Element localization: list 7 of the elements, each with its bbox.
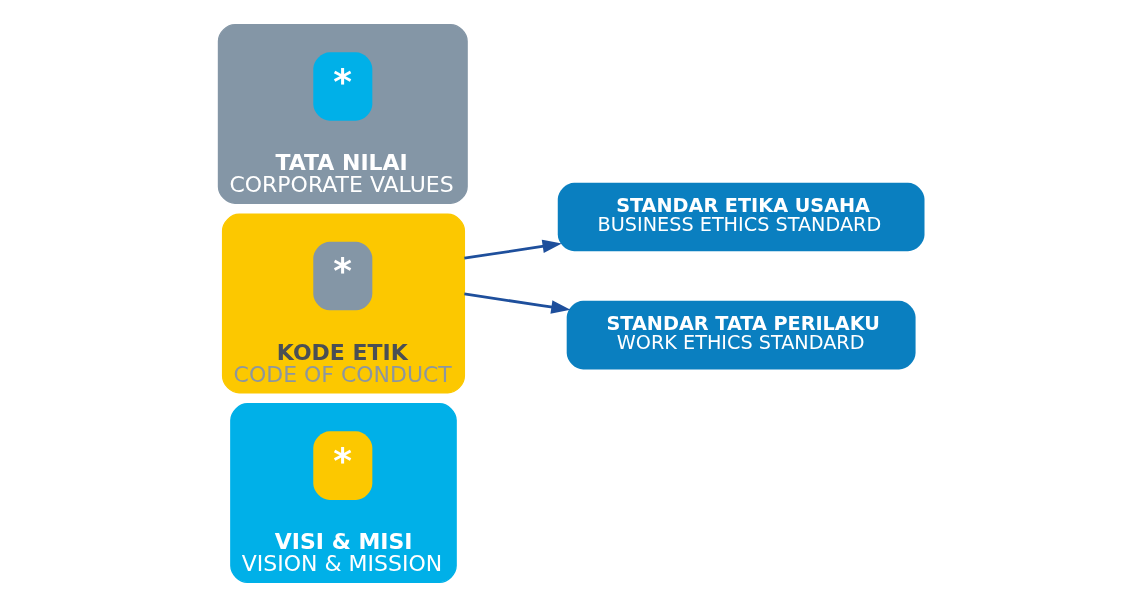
node-box: * (313, 431, 373, 500)
node-box: * (313, 52, 373, 121)
arrow (464, 239, 562, 260)
node-box: * (313, 241, 373, 311)
node-box: STANDAR TATA PERILAKU WORK ETHICS STANDARD (566, 300, 916, 370)
arrow (464, 292, 571, 314)
node-box: STANDAR ETIKA USAHA BUSINESS ETHICS STANDARD (557, 182, 925, 252)
